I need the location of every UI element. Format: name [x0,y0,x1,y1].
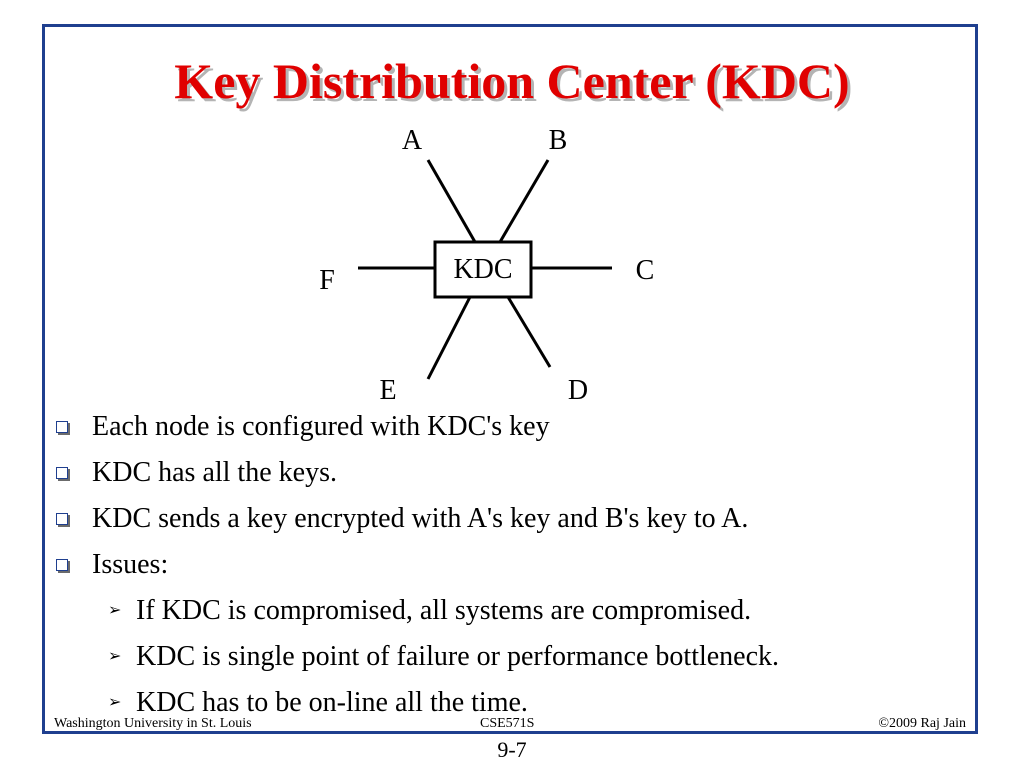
bullet-box-icon [56,559,68,571]
kdc-label: KDC [453,254,512,285]
sub-bullet-text: KDC has to be on-line all the time. [136,687,528,718]
node-label-c: C [636,255,655,286]
bullet-text: KDC has all the keys. [92,457,337,488]
arrow-right-icon: ➢ [108,648,122,665]
slide-frame [42,24,978,734]
bullet-item: Each node is configured with KDC's key [52,404,962,450]
bullet-text: Each node is configured with KDC's key [92,411,550,442]
sub-bullet-text: KDC is single point of failure or perfor… [136,641,780,672]
node-label-a: A [402,125,423,156]
bullet-item: Issues: [52,542,962,588]
sub-bullet-item: ➢ KDC has to be on-line all the time. [52,680,962,726]
footer-copyright: ©2009 Raj Jain [878,716,966,731]
arrow-right-icon: ➢ [108,602,122,619]
edge-kdc-d [506,296,552,368]
node-label-e: E [379,375,396,406]
sub-bullet-item: ➢ If KDC is compromised, all systems are… [52,588,962,634]
sub-bullet-item: ➢ KDC is single point of failure or perf… [52,634,962,680]
footer-institution: Washington University in St. Louis [54,716,252,731]
edge-kdc-a [426,159,477,243]
bullet-item: KDC has all the keys. [52,450,962,496]
bullet-list: Each node is configured with KDC's key K… [52,404,962,726]
kdc-box [433,240,533,299]
node-label-b: B [549,125,568,156]
arrow-right-icon: ➢ [108,694,122,711]
bullet-text: Issues: [92,549,169,580]
page-number: 9-7 [497,737,527,762]
bullet-text: KDC sends a key encrypted with A's key a… [92,503,749,534]
footer-course: CSE571S [480,716,535,731]
bullet-box-icon [56,467,68,479]
bullet-item: KDC sends a key encrypted with A's key a… [52,496,962,542]
edge-kdc-b [498,159,550,243]
edge-kdc-e [426,296,472,380]
node-label-d: D [568,375,588,406]
bullet-box-icon [56,421,68,433]
bullet-box-icon [56,513,68,525]
sub-bullet-text: If KDC is compromised, all systems are c… [136,595,752,626]
slide-title: Key Distribution Center (KDC) [174,53,850,109]
node-label-f: F [319,265,335,296]
